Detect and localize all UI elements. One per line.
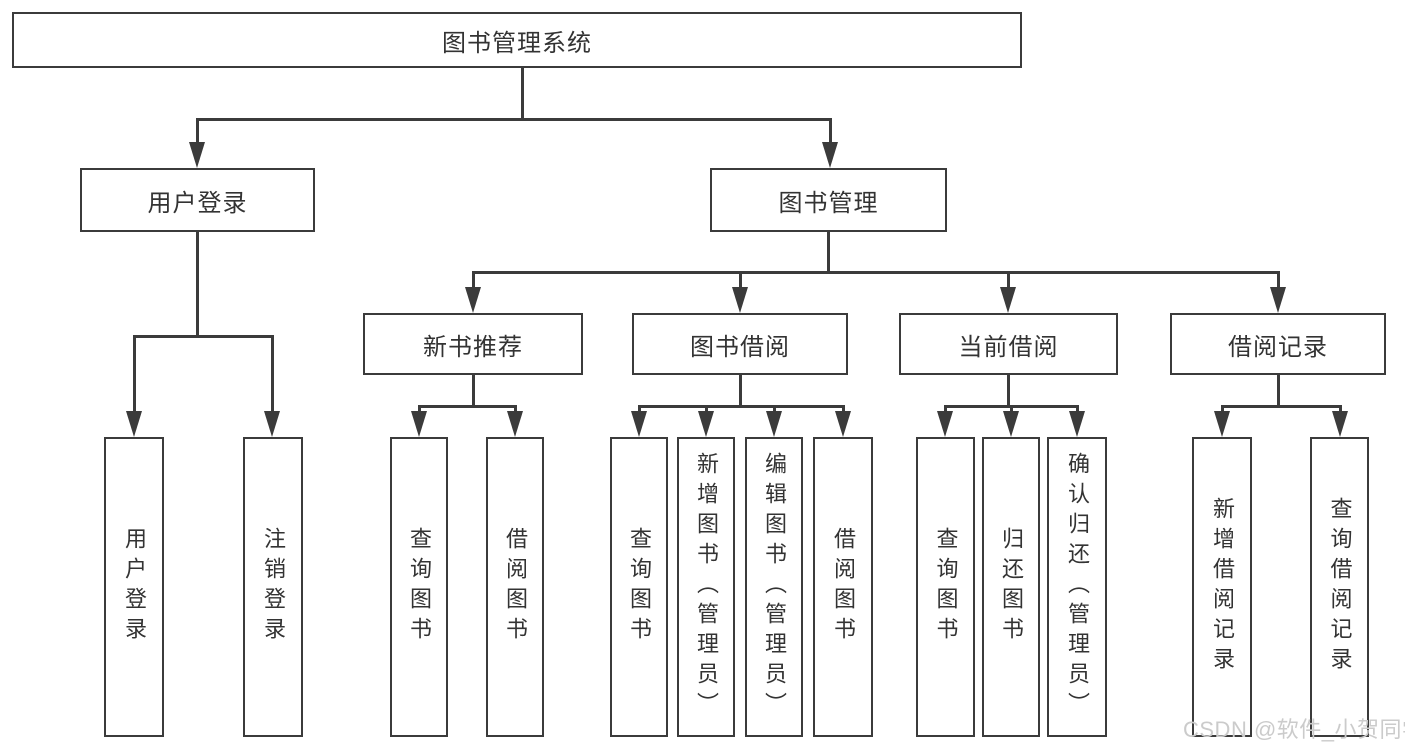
leaf-label: 确认归还（管理员）: [1065, 452, 1090, 722]
leaf-label: 用户登录: [122, 527, 147, 647]
arrowhead-down-icon: [1332, 411, 1348, 437]
connector-line: [196, 232, 199, 337]
leaf-label: 查询图书: [627, 527, 652, 647]
arrowhead-down-icon: [1069, 411, 1085, 437]
connector-line: [739, 271, 742, 291]
connector-line: [1010, 405, 1013, 415]
leaf-label: 归还图书: [999, 527, 1024, 647]
leaf-query-books-current: 查询图书: [916, 437, 975, 737]
leaf-edit-book-admin: 编辑图书（管理员）: [745, 437, 803, 737]
node-label: 新书推荐: [423, 333, 523, 361]
arrowhead-down-icon: [264, 411, 280, 437]
connector-line: [638, 405, 641, 415]
leaf-borrow-books: 借阅图书: [813, 437, 873, 737]
connector-line: [739, 375, 742, 407]
arrowhead-down-icon: [411, 411, 427, 437]
arrowhead-down-icon: [937, 411, 953, 437]
arrowhead-down-icon: [126, 411, 142, 437]
connector-line: [196, 118, 199, 146]
connector-line: [271, 335, 274, 415]
leaf-borrow-books-recommend: 借阅图书: [486, 437, 544, 737]
csdn-watermark: CSDN @软件_小贺同学: [1183, 717, 1405, 742]
node-label: 图书借阅: [690, 333, 790, 361]
connector-line: [472, 271, 1280, 274]
connector-line: [521, 68, 524, 119]
connector-line: [133, 335, 136, 415]
node-current-borrowing: 当前借阅: [899, 313, 1118, 375]
node-label: 借阅记录: [1228, 333, 1328, 361]
connector-line: [1339, 405, 1342, 415]
arrowhead-down-icon: [507, 411, 523, 437]
connector-line: [1221, 405, 1224, 415]
leaf-query-books-borrowing: 查询图书: [610, 437, 668, 737]
node-root-label: 图书管理系统: [442, 29, 592, 57]
connector-line: [842, 405, 845, 415]
arrowhead-down-icon: [1270, 287, 1286, 313]
arrowhead-down-icon: [465, 287, 481, 313]
connector-line: [638, 405, 844, 408]
connector-line: [1007, 271, 1010, 291]
node-root: 图书管理系统: [12, 12, 1022, 68]
node-label: 当前借阅: [958, 333, 1059, 361]
arrowhead-down-icon: [822, 142, 838, 168]
connector-line: [472, 271, 475, 291]
leaf-query-borrow-record: 查询借阅记录: [1310, 437, 1369, 737]
leaf-label: 注销登录: [261, 527, 286, 647]
connector-line: [418, 405, 516, 408]
arrowhead-down-icon: [698, 411, 714, 437]
node-book-borrowing: 图书借阅: [632, 313, 848, 375]
connector-line: [705, 405, 708, 415]
connector-line: [1277, 375, 1280, 407]
connector-line: [418, 405, 421, 415]
arrowhead-down-icon: [189, 142, 205, 168]
leaf-confirm-return-admin: 确认归还（管理员）: [1047, 437, 1107, 737]
node-borrowing-records: 借阅记录: [1170, 313, 1386, 375]
node-label: 图书管理: [778, 189, 879, 217]
leaf-label: 编辑图书（管理员）: [762, 452, 787, 722]
leaf-add-borrow-record: 新增借阅记录: [1192, 437, 1252, 737]
arrowhead-down-icon: [732, 287, 748, 313]
leaf-label: 借阅图书: [831, 527, 856, 647]
connector-line: [944, 405, 947, 415]
connector-line: [514, 405, 517, 415]
connector-line: [773, 405, 776, 415]
leaf-label: 查询图书: [933, 527, 959, 647]
node-user-login: 用户登录: [80, 168, 315, 232]
leaf-logout: 注销登录: [243, 437, 303, 737]
arrowhead-down-icon: [766, 411, 782, 437]
leaf-label: 新增图书（管理员）: [694, 452, 719, 722]
arrowhead-down-icon: [1003, 411, 1019, 437]
connector-line: [472, 375, 475, 407]
connector-line: [1277, 271, 1280, 291]
leaf-label: 新增借阅记录: [1210, 497, 1235, 677]
connector-line: [1007, 375, 1010, 407]
leaf-add-book-admin: 新增图书（管理员）: [677, 437, 735, 737]
leaf-label: 查询图书: [407, 527, 432, 647]
leaf-label: 借阅图书: [503, 527, 528, 647]
connector-line: [827, 232, 830, 273]
leaf-return-books: 归还图书: [982, 437, 1040, 737]
arrowhead-down-icon: [835, 411, 851, 437]
node-book-management: 图书管理: [710, 168, 947, 232]
node-label: 用户登录: [147, 189, 248, 217]
connector-line: [133, 335, 274, 338]
arrowhead-down-icon: [1214, 411, 1230, 437]
connector-line: [1076, 405, 1079, 415]
arrowhead-down-icon: [1000, 287, 1016, 313]
connector-line: [196, 118, 832, 121]
connector-line: [1221, 405, 1341, 408]
connector-line: [829, 118, 832, 146]
leaf-query-books-recommend: 查询图书: [390, 437, 448, 737]
leaf-user-login: 用户登录: [104, 437, 164, 737]
node-new-book-recommend: 新书推荐: [363, 313, 583, 375]
arrowhead-down-icon: [631, 411, 647, 437]
leaf-label: 查询借阅记录: [1327, 497, 1353, 677]
